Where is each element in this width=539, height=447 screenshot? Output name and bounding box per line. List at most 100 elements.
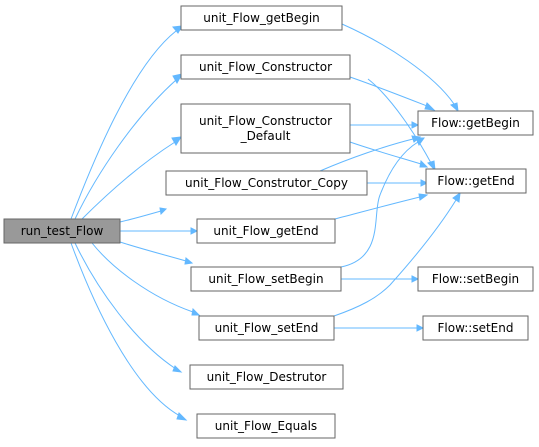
edge-run_test_Flow-to-unit_Flow_Constructor xyxy=(74,73,183,220)
node-label: Flow::setEnd xyxy=(438,321,514,335)
arrowhead xyxy=(411,275,420,283)
arrowhead xyxy=(418,193,429,201)
arrowhead xyxy=(450,102,459,113)
edge-unit_Flow_Constructor-to-Flow_getBegin xyxy=(349,76,436,111)
arrowhead xyxy=(427,160,436,172)
arrowhead xyxy=(419,159,429,168)
node-box[interactable] xyxy=(189,364,344,390)
node-label: _Default xyxy=(240,129,291,143)
node-unit_Flow_getEnd[interactable]: unit_Flow_getEnd xyxy=(196,218,336,244)
edge-run_test_Flow-to-unit_Flow_Destrutor xyxy=(74,242,183,373)
node-label: Flow::getEnd xyxy=(437,174,514,188)
edge-line xyxy=(333,199,457,317)
edge-run_test_Flow-to-unit_Flow_getEnd xyxy=(120,227,199,235)
node-label: unit_Flow_Constructor xyxy=(199,60,332,74)
node-box[interactable] xyxy=(198,315,335,341)
edge-run_test_Flow-to-unit_Flow_Construtor_Copy xyxy=(119,207,168,223)
node-label: Flow::setBegin xyxy=(432,272,519,286)
arrowhead xyxy=(191,307,201,316)
node-label: Flow::getBegin xyxy=(431,116,520,130)
edge-unit_Flow_Constructor_Default-to-Flow_getBegin xyxy=(350,121,420,129)
node-Flow_setBegin[interactable]: Flow::setBegin xyxy=(417,266,534,292)
edges-layer xyxy=(70,23,461,421)
edge-run_test_Flow-to-unit_Flow_Equals xyxy=(70,242,188,421)
arrowhead xyxy=(159,207,168,216)
node-box[interactable] xyxy=(196,218,336,244)
node-run_test_Flow[interactable]: run_test_Flow xyxy=(3,218,121,244)
edge-unit_Flow_Construtor_Copy-to-Flow_getEnd xyxy=(367,179,429,187)
edge-line xyxy=(334,196,421,220)
arrowhead xyxy=(172,365,183,373)
node-box[interactable] xyxy=(196,413,336,439)
edge-line xyxy=(119,241,187,262)
edge-unit_Flow_Constructor_Default-to-Flow_getEnd xyxy=(349,141,429,168)
edge-line xyxy=(81,141,176,220)
node-box[interactable] xyxy=(180,5,343,31)
node-label: unit_Flow_Constructor xyxy=(199,114,332,128)
node-Flow_getEnd[interactable]: Flow::getEnd xyxy=(425,168,527,194)
arrowhead xyxy=(176,412,188,421)
edge-line xyxy=(119,210,162,223)
node-unit_Flow_setEnd[interactable]: unit_Flow_setEnd xyxy=(198,315,335,341)
node-unit_Flow_getBegin[interactable]: unit_Flow_getBegin xyxy=(180,5,343,31)
node-box[interactable] xyxy=(180,54,351,80)
edge-run_test_Flow-to-unit_Flow_setBegin xyxy=(119,241,194,265)
node-box[interactable] xyxy=(165,170,368,196)
arrowhead xyxy=(172,25,183,34)
edge-line xyxy=(319,138,414,172)
node-label: run_test_Flow xyxy=(21,224,104,238)
node-unit_Flow_Constructor_Default[interactable]: unit_Flow_Constructor_Default xyxy=(180,103,351,154)
arrowhead xyxy=(190,227,199,235)
edge-unit_Flow_setBegin-to-Flow_setBegin xyxy=(341,275,420,283)
edge-line xyxy=(91,242,194,313)
node-box[interactable] xyxy=(422,315,529,341)
node-unit_Flow_Equals[interactable]: unit_Flow_Equals xyxy=(196,413,336,439)
arrowhead xyxy=(184,257,194,265)
node-label: unit_Flow_Construtor_Copy xyxy=(185,176,348,190)
node-unit_Flow_setBegin[interactable]: unit_Flow_setBegin xyxy=(190,266,342,292)
node-unit_Flow_Destrutor[interactable]: unit_Flow_Destrutor xyxy=(189,364,344,390)
edge-unit_Flow_setEnd-to-Flow_setEnd xyxy=(334,324,425,332)
edge-line xyxy=(349,141,422,165)
edge-line xyxy=(349,76,428,107)
edge-run_test_Flow-to-unit_Flow_Constructor_Default xyxy=(81,136,182,220)
node-label: unit_Flow_getBegin xyxy=(203,11,320,25)
edge-line xyxy=(340,141,419,268)
node-Flow_getBegin[interactable]: Flow::getBegin xyxy=(417,110,534,136)
arrowhead xyxy=(424,102,436,111)
node-unit_Flow_Construtor_Copy[interactable]: unit_Flow_Construtor_Copy xyxy=(165,170,368,196)
edge-run_test_Flow-to-unit_Flow_getBegin xyxy=(70,25,183,220)
edge-line xyxy=(74,79,177,220)
arrowhead xyxy=(411,121,420,129)
edge-line xyxy=(70,242,181,417)
node-box[interactable] xyxy=(425,168,527,194)
arrowhead xyxy=(416,324,425,332)
edge-unit_Flow_getBegin-to-Flow_getBegin xyxy=(341,23,459,113)
edge-unit_Flow_setBegin-to-Flow_getBegin xyxy=(340,137,425,268)
edge-line xyxy=(367,78,432,164)
node-unit_Flow_Constructor[interactable]: unit_Flow_Constructor xyxy=(180,54,351,80)
edge-line xyxy=(70,30,177,220)
edge-unit_Flow_setEnd-to-Flow_getEnd xyxy=(333,191,461,317)
arrowhead xyxy=(415,137,425,147)
edge-unit_Flow_Constructor-to-Flow_getEnd xyxy=(367,78,436,172)
nodes-layer: run_test_Flow unit_Flow_getBegin unit_Flow… xyxy=(3,5,534,439)
arrowhead xyxy=(452,191,461,203)
edge-line xyxy=(74,242,177,370)
node-box[interactable] xyxy=(417,266,534,292)
edge-line xyxy=(341,23,455,105)
edge-unit_Flow_getEnd-to-Flow_getEnd xyxy=(334,193,429,220)
node-box[interactable] xyxy=(417,110,534,136)
node-box[interactable] xyxy=(180,103,351,154)
node-label: unit_Flow_setEnd xyxy=(215,321,319,335)
node-label: unit_Flow_Equals xyxy=(215,419,317,433)
arrowhead xyxy=(172,73,183,85)
node-Flow_setEnd[interactable]: Flow::setEnd xyxy=(422,315,529,341)
edge-run_test_Flow-to-unit_Flow_setEnd xyxy=(91,242,201,316)
node-label: unit_Flow_Destrutor xyxy=(207,370,327,384)
node-box[interactable] xyxy=(190,266,342,292)
node-label: unit_Flow_getEnd xyxy=(213,224,318,238)
node-label: unit_Flow_setBegin xyxy=(208,272,323,286)
node-box[interactable] xyxy=(3,218,121,244)
